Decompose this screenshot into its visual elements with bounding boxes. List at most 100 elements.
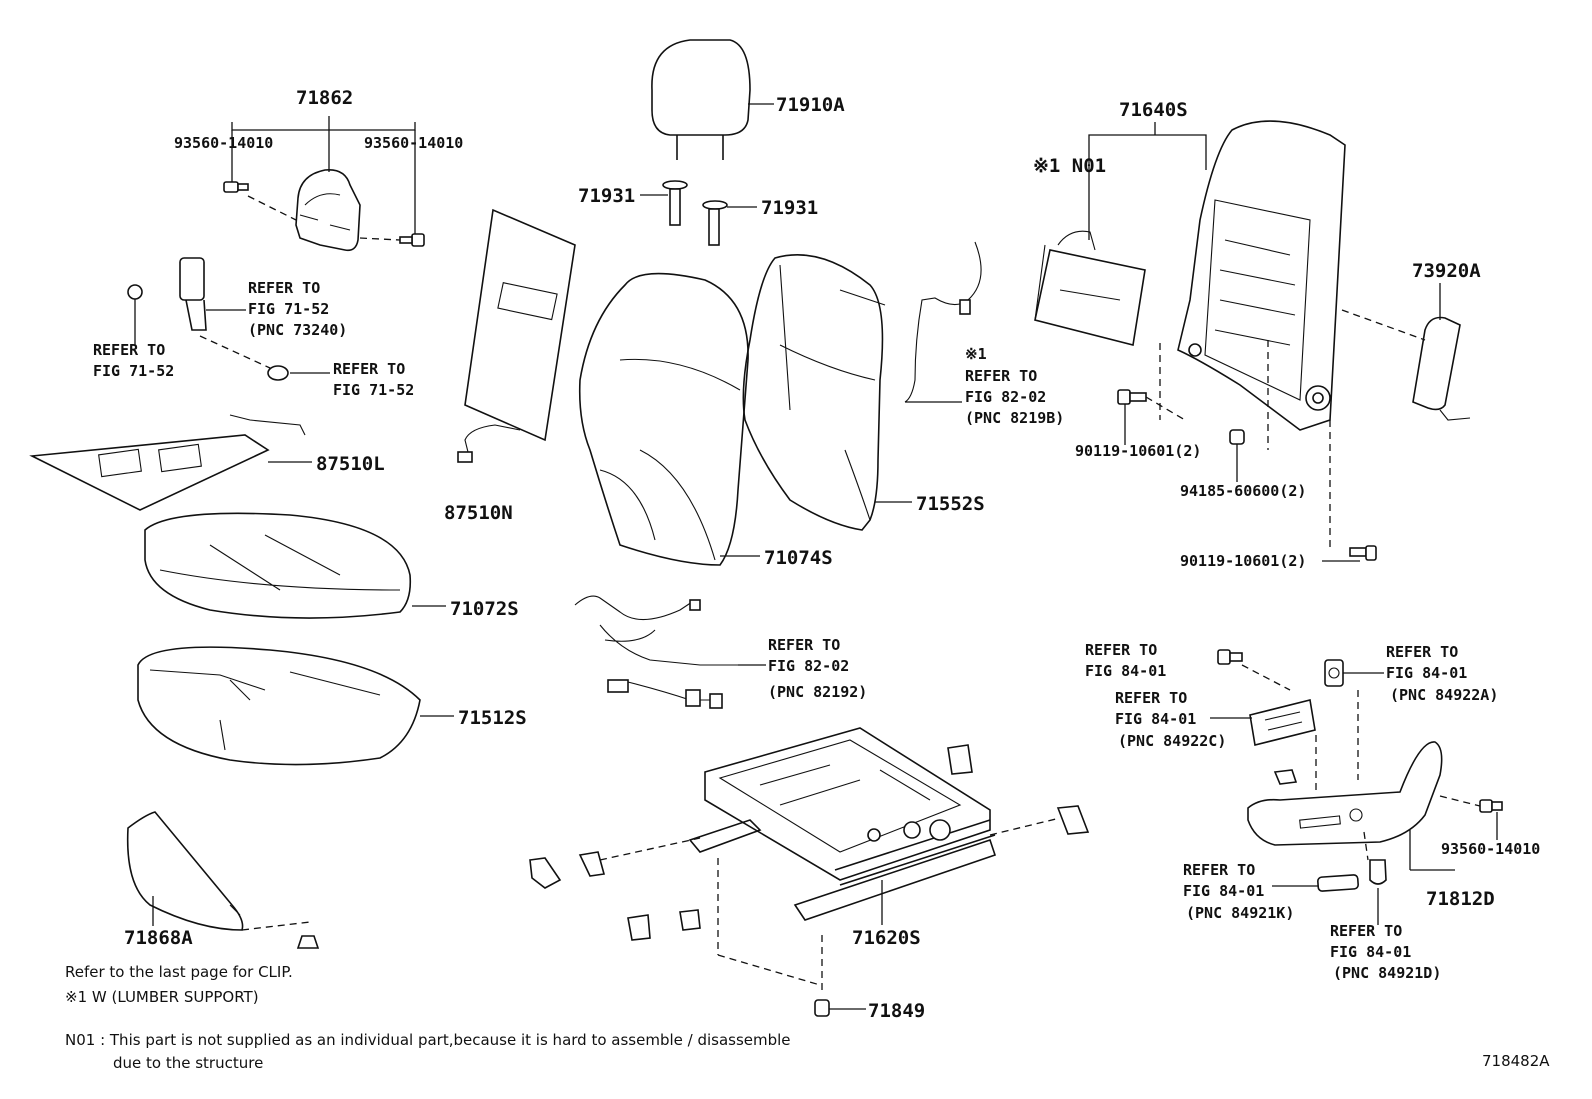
clip-84921 [1273,769,1298,785]
label-refer-8401-e-1: REFER TO [1330,922,1403,940]
label-refer-8202-a-1: REFER TO [965,367,1038,385]
track-bracket-a [529,857,562,889]
wire-harness-82192 [574,595,740,709]
lumbar-support-n01 [1034,230,1146,346]
note-clip: Refer to the last page for CLIP. [65,963,293,981]
nut-left [127,284,143,300]
dashline-clip [241,921,311,931]
label-71849: 71849 [868,1000,926,1022]
dashline-frame-d [1341,309,1426,341]
side-airbag-73920A [1412,316,1471,421]
label-94185: 94185-60600(2) [1180,482,1307,500]
label-refer-8401-a-1: REFER TO [1085,641,1158,659]
dashline-switch-a [1241,664,1291,691]
label-refer-8401-e-3: (PNC 84921D) [1333,964,1442,982]
label-refer-8401-a-2: FIG 84-01 [1085,662,1167,680]
guide-71931-right [702,200,728,246]
label-71074S: 71074S [764,547,833,569]
cap-71849 [814,999,830,1017]
dashline-track-d [717,954,821,986]
label-refer-8401-b-2: FIG 84-01 [1386,664,1468,682]
label-71931-left: 71931 [578,185,636,207]
dashline-switch-d [1439,795,1481,807]
label-71862: 71862 [296,87,354,109]
track-bracket-d [679,909,701,931]
track-bracket-e [947,744,973,775]
label-ast1: ※1 [965,345,987,363]
label-refer-8401-d-1: REFER TO [1183,861,1256,879]
label-refer-8202-a-3: (PNC 8219B) [965,409,1065,427]
headrest-71910A [651,39,751,160]
label-71812D: 71812D [1426,888,1495,910]
trim-84921K [1317,874,1359,892]
nut-94185 [1229,429,1245,445]
label-87510L: 87510L [316,453,385,475]
label-87510N: 87510N [444,502,513,524]
track-bracket-b [578,851,606,877]
label-71931-right: 71931 [761,197,819,219]
label-93560-right: 93560-14010 [364,134,464,152]
dashline-bolt-a [1145,396,1186,421]
guide-71931-left [662,180,688,226]
label-refer-8401-d-2: FIG 84-01 [1183,882,1265,900]
label-refer-7152-c-1: REFER TO [333,360,406,378]
switch-84922C [1249,699,1316,746]
track-bracket-f [1056,805,1090,835]
note-w: ※1 W (LUMBER SUPPORT) [65,988,259,1006]
note-n01-line2: due to the structure [113,1054,264,1072]
leader-71862-bracket [231,122,416,131]
clip [296,935,320,949]
label-refer-8401-b-1: REFER TO [1386,643,1459,661]
label-71640S: 71640S [1119,99,1188,121]
screw-93560-br [1479,799,1503,813]
label-refer-8202-b-3: (PNC 82192) [768,683,868,701]
label-refer-8202-a-2: FIG 82-02 [965,388,1047,406]
label-73920A: 73920A [1412,260,1481,282]
heater-mat-87510L [29,414,306,511]
label-refer-8401-c-2: FIG 84-01 [1115,710,1197,728]
dashline-switch-e [1363,831,1369,861]
note-n01-line1: N01 : This part is not supplied as an in… [65,1031,791,1049]
label-refer-7152-b-2: FIG 71-52 [93,362,175,380]
wire-harness-8219B [904,241,982,403]
side-cover-71812D [1247,741,1443,846]
label-refer-7152-a-2: FIG 71-52 [248,300,330,318]
knob-84922A [1324,659,1344,687]
label-refer-7152-a-1: REFER TO [248,279,321,297]
label-refer-8401-d-3: (PNC 84921K) [1186,904,1295,922]
label-refer-7152-a-3: (PNC 73240) [248,321,348,339]
bolt-90119-b [1349,545,1377,561]
dashline-track-b [989,817,1061,836]
seat-cover-71862 [295,168,361,252]
bolt-fig8401-a [1217,649,1243,665]
bolt-90119-a [1117,389,1147,405]
back-heater-87510N [457,208,576,463]
dashline-c [199,335,271,369]
label-93560-br: 93560-14010 [1441,840,1541,858]
label-refer-8401-b-3: (PNC 84922A) [1390,686,1499,704]
panel-71868A [126,811,244,931]
label-90119-b: 90119-10601(2) [1180,552,1307,570]
label-refer-8401-c-1: REFER TO [1115,689,1188,707]
label-refer-7152-c-2: FIG 71-52 [333,381,415,399]
dashline-b [359,237,401,241]
figure-id: 718482A [1482,1052,1550,1070]
label-refer-8202-b-2: FIG 82-02 [768,657,850,675]
label-71072S: 71072S [450,598,519,620]
label-71552S: 71552S [916,493,985,515]
label-refer-7152-b-1: REFER TO [93,341,166,359]
dashline-track-a [599,837,701,861]
seatbelt-buckle [179,257,207,331]
track-bracket-c [627,914,651,941]
label-90119-a: 90119-10601(2) [1075,442,1202,460]
cushion-cover-71072S [144,512,412,619]
label-71868A: 71868A [124,927,193,949]
label-71910A: 71910A [776,94,845,116]
dashline-a [247,195,297,221]
knob-84921D [1369,859,1387,885]
label-71512S: 71512S [458,707,527,729]
leader-71640S-bracket [1088,134,1207,240]
label-71620S: 71620S [852,927,921,949]
